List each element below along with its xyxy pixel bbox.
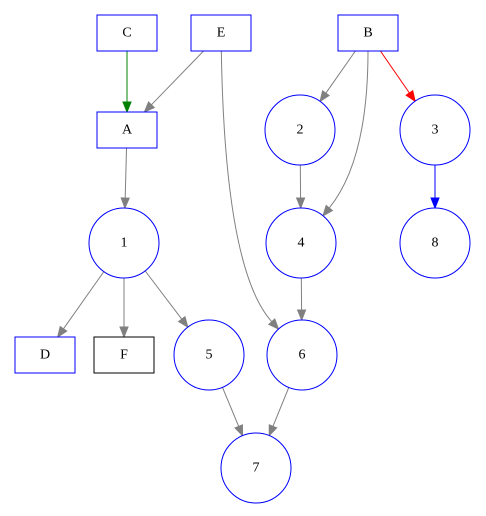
node-box: [337, 14, 399, 52]
node-B: B: [337, 14, 399, 52]
node-circle: [220, 432, 292, 504]
node-n4: 4: [265, 207, 337, 279]
edge-E-to-A: [143, 50, 204, 113]
edge-line: [220, 50, 273, 322]
node-box: [96, 14, 158, 52]
node-n7: 7: [220, 432, 292, 504]
node-n6: 6: [266, 319, 338, 391]
node-label: D: [40, 348, 50, 363]
node-n8: 8: [399, 207, 471, 279]
node-D: D: [14, 336, 76, 374]
node-label: B: [363, 26, 372, 41]
edges-layer: [56, 50, 440, 437]
node-label: 5: [206, 348, 213, 363]
node-n3: 3: [399, 94, 471, 166]
edge-n1-to-F: [119, 278, 129, 339]
edge-line: [325, 50, 356, 94]
node-label: F: [120, 348, 128, 363]
nodes-layer: C E B A 2 3 1 4 8D F 5 6 7: [14, 14, 471, 504]
edge-line: [380, 50, 410, 94]
arrowhead: [120, 197, 130, 210]
edge-line: [328, 50, 369, 209]
node-circle: [173, 319, 245, 391]
edge-n4-to-n6: [296, 277, 307, 322]
edge-n5-to-n7: [221, 387, 244, 437]
node-box: [96, 111, 158, 149]
arrowhead: [319, 90, 330, 103]
arrowhead: [119, 326, 129, 339]
arrowhead: [234, 424, 244, 437]
edge-n1-to-n5: [144, 270, 189, 329]
arrowhead: [322, 204, 334, 217]
edge-n2-to-n4: [295, 164, 306, 210]
node-label: C: [122, 26, 131, 41]
node-circle: [266, 319, 338, 391]
arrowhead: [177, 315, 189, 329]
edge-line: [63, 271, 105, 330]
node-box: [14, 336, 76, 374]
node-C: C: [96, 14, 158, 52]
node-label: 6: [299, 348, 306, 363]
edge-line: [151, 50, 204, 106]
arrowhead: [143, 101, 156, 113]
node-label: 7: [253, 461, 260, 476]
arrowhead: [295, 197, 306, 210]
node-label: 1: [121, 236, 128, 251]
node-n2: 2: [264, 94, 336, 166]
arrowhead: [267, 318, 280, 331]
edge-line: [221, 387, 240, 427]
arrowhead: [122, 101, 132, 114]
node-n1: 1: [88, 207, 160, 279]
edge-C-to-A: [122, 51, 132, 114]
arrowhead: [405, 89, 416, 103]
edge-n3-to-n8: [430, 165, 440, 210]
node-circle: [399, 94, 471, 166]
edge-n6-to-n7: [268, 387, 290, 437]
node-box: [190, 14, 252, 52]
node-A: A: [96, 111, 158, 149]
edge-line: [272, 387, 290, 427]
node-label: E: [217, 26, 226, 41]
node-circle: [264, 94, 336, 166]
node-F: F: [93, 336, 155, 374]
node-circle: [265, 207, 337, 279]
node-label: 4: [298, 236, 305, 251]
edge-line: [144, 270, 183, 320]
node-E: E: [190, 14, 252, 52]
arrowhead: [56, 325, 68, 339]
node-label: 8: [432, 236, 439, 251]
edge-n1-to-D: [56, 271, 105, 339]
arrowhead: [430, 197, 440, 210]
node-label: 2: [297, 123, 304, 138]
edge-E-to-n6: [220, 50, 280, 331]
node-label: 3: [432, 123, 439, 138]
node-box: [93, 336, 155, 374]
node-label: A: [122, 123, 133, 138]
edge-A-to-n1: [120, 147, 130, 210]
edge-B-to-n3: [380, 50, 416, 103]
edge-B-to-n2: [319, 50, 356, 103]
node-circle: [88, 207, 160, 279]
edge-B-to-n4: [322, 50, 369, 217]
arrowhead: [268, 424, 278, 437]
node-circle: [399, 207, 471, 279]
edge-line: [124, 147, 128, 199]
node-n5: 5: [173, 319, 245, 391]
arrowhead: [296, 309, 307, 322]
